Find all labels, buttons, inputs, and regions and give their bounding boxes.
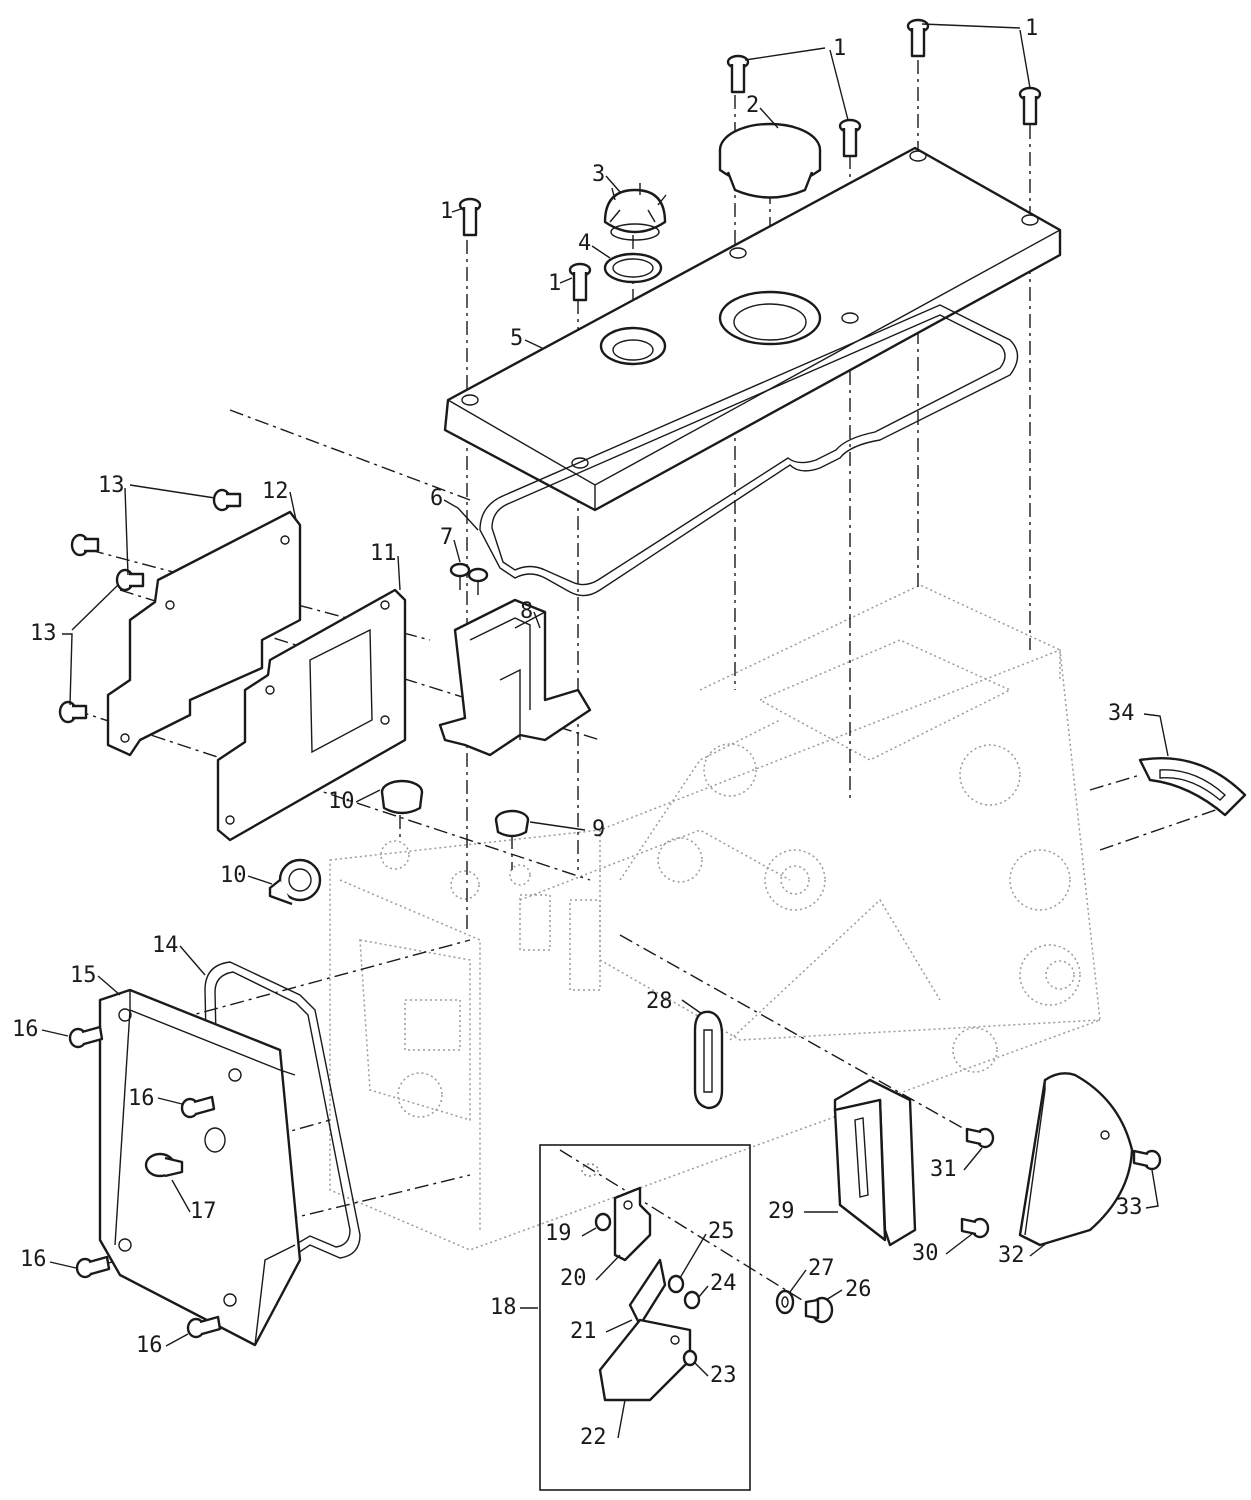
callout-c25: 25 — [708, 1219, 735, 1244]
callout-c16a: 16 — [12, 1017, 39, 1042]
callout-c9: 9 — [592, 817, 605, 842]
screw-pair-part-7 — [449, 562, 489, 595]
side-plate-part-12 — [106, 510, 302, 757]
callout-c26: 26 — [845, 1277, 872, 1302]
slot-plate-part-28 — [693, 1010, 724, 1110]
callout-c17: 17 — [190, 1199, 217, 1224]
callout-c10a: 10 — [328, 789, 355, 814]
callout-c14: 14 — [152, 933, 179, 958]
callout-c12: 12 — [262, 479, 289, 504]
screws-part-13 — [58, 488, 242, 724]
callout-c7: 7 — [440, 525, 453, 550]
callout-c1b: 1 — [1025, 16, 1038, 41]
callout-c18: 18 — [490, 1295, 517, 1320]
cover-gasket-part-6 — [479, 304, 1019, 597]
washer-part-27 — [775, 1289, 795, 1315]
top-cover-part-5 — [443, 146, 1062, 512]
cover-gasket-part-14 — [204, 961, 361, 1259]
callout-c21: 21 — [570, 1319, 597, 1344]
callout-c16c: 16 — [20, 1247, 47, 1272]
arc-bracket-part-34 — [1138, 756, 1247, 817]
screws-part-16 — [68, 1025, 222, 1339]
large-plug-part-2 — [718, 122, 822, 199]
callout-c3: 3 — [592, 162, 605, 187]
vent-cap-part-3 — [603, 183, 667, 241]
subassembly-parts — [581, 1163, 701, 1402]
callout-c31: 31 — [930, 1157, 957, 1182]
callout-c1a: 1 — [833, 36, 846, 61]
callout-c2: 2 — [746, 93, 759, 118]
screw-part-33 — [1132, 1149, 1162, 1171]
callout-c24: 24 — [710, 1271, 737, 1296]
bracket-part-8 — [438, 598, 592, 757]
callout-c10b: 10 — [220, 863, 247, 888]
plug-part-10-side — [268, 858, 322, 906]
callout-c22: 22 — [580, 1425, 607, 1450]
curved-guard-part-32 — [1018, 1072, 1134, 1247]
callout-c4: 4 — [578, 231, 591, 256]
knob-part-17 — [144, 1152, 184, 1178]
screw-part-26 — [804, 1296, 834, 1324]
callout-c33: 33 — [1116, 1195, 1143, 1220]
callout-c27: 27 — [808, 1256, 835, 1281]
callout-c28: 28 — [646, 989, 673, 1014]
plug-part-9 — [494, 809, 530, 838]
leader-lines — [41, 23, 1169, 1439]
callout-c16d: 16 — [136, 1333, 163, 1358]
side-cover-part-15 — [98, 988, 302, 1347]
subassembly-box-part-18 — [539, 1144, 751, 1491]
callout-c23: 23 — [710, 1363, 737, 1388]
callout-c8: 8 — [520, 599, 533, 624]
window-gasket-part-11 — [216, 588, 407, 842]
callout-c30: 30 — [912, 1241, 939, 1266]
callout-c13a: 13 — [98, 473, 125, 498]
callout-labels: 1111234567891010111213131415161616161718… — [12, 16, 1143, 1450]
plug-part-10-top — [380, 779, 424, 815]
callout-c15: 15 — [70, 963, 97, 988]
callout-c13b: 13 — [30, 621, 57, 646]
callout-c1c: 1 — [440, 199, 453, 224]
callout-c11: 11 — [370, 541, 397, 566]
callout-c19: 19 — [545, 1221, 572, 1246]
callout-c34: 34 — [1108, 701, 1135, 726]
callout-c6: 6 — [430, 486, 443, 511]
callout-c20: 20 — [560, 1266, 587, 1291]
screw-part-31 — [965, 1127, 995, 1149]
callout-c32: 32 — [998, 1243, 1025, 1268]
callout-c16b: 16 — [128, 1086, 155, 1111]
callout-c29: 29 — [768, 1199, 795, 1224]
callout-c5: 5 — [510, 326, 523, 351]
o-ring-part-4 — [603, 252, 663, 284]
screws-part-1 — [458, 18, 1042, 302]
slider-part-29 — [833, 1078, 917, 1247]
screw-part-30 — [960, 1217, 990, 1239]
callout-c1d: 1 — [548, 271, 561, 296]
machine-housing — [329, 584, 1101, 1251]
